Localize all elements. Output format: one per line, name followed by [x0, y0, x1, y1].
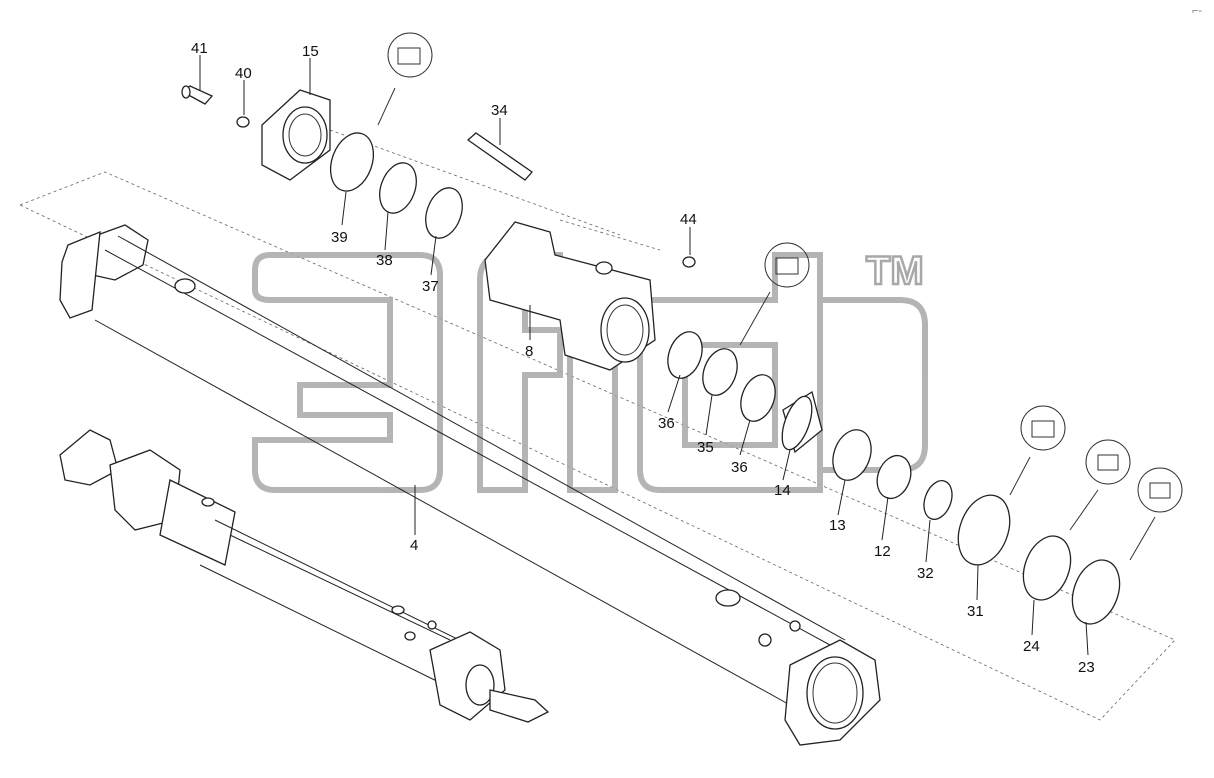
label-4: 4: [410, 537, 418, 554]
label-14: 14: [774, 482, 791, 499]
label-24: 24: [1023, 638, 1040, 655]
bolt-41: [181, 85, 214, 105]
label-32: 32: [917, 565, 934, 582]
section-callouts: [377, 32, 1183, 561]
cylinder-tube: [59, 224, 881, 746]
label-40: 40: [235, 65, 252, 82]
leader-lines: [199, 55, 1089, 656]
ring-12: [876, 454, 912, 500]
watermark-logo: TM: [252, 248, 928, 493]
o-ring-38: [379, 162, 417, 214]
o-ring-37: [425, 187, 463, 239]
ring-13: [832, 429, 872, 481]
piston-14: [781, 390, 823, 454]
corner-mark: ⌐-: [1192, 5, 1202, 17]
seal-35: [702, 348, 738, 396]
seal-36-a: [667, 331, 703, 379]
label-41: 41: [191, 40, 208, 57]
label-38: 38: [376, 252, 393, 269]
plug-44: [682, 256, 696, 268]
end-cover-15: [261, 89, 331, 181]
label-12: 12: [874, 543, 891, 560]
o-ring-23: [1071, 559, 1121, 625]
trademark-symbol: TM: [866, 249, 924, 293]
label-15: 15: [302, 43, 319, 60]
label-13: 13: [829, 517, 846, 534]
label-8: 8: [525, 343, 533, 360]
o-ring-39: [329, 132, 375, 192]
label-44: 44: [680, 211, 697, 228]
label-23: 23: [1078, 659, 1095, 676]
label-36-b: 36: [731, 459, 748, 476]
guide-body-8: [484, 221, 656, 371]
label-35: 35: [697, 439, 714, 456]
o-ring-31: [957, 494, 1011, 566]
assembled-cylinder: [59, 429, 550, 723]
label-34: 34: [491, 102, 508, 119]
label-36-a: 36: [658, 415, 675, 432]
label-31: 31: [967, 603, 984, 620]
assembly-guide-lines: [18, 129, 1176, 721]
washer-40: [236, 116, 250, 128]
circlip-32: [923, 480, 953, 520]
bolt-34: [466, 132, 533, 181]
label-39: 39: [331, 229, 348, 246]
label-37: 37: [422, 278, 439, 295]
o-ring-24: [1022, 535, 1072, 601]
